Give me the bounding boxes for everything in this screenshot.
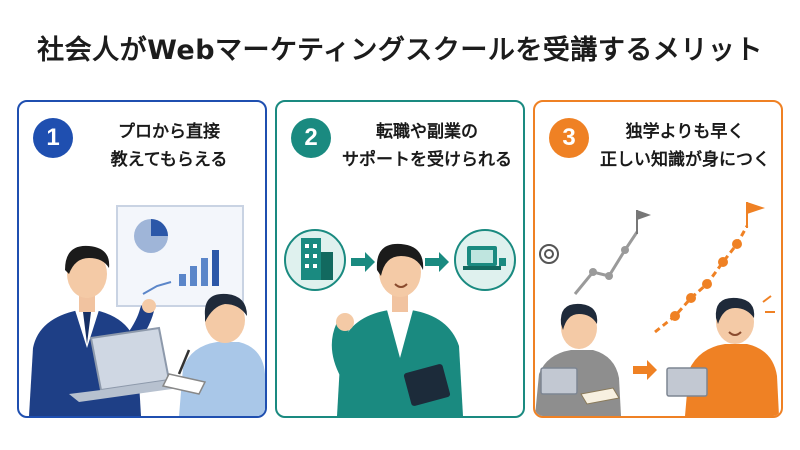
card-heading: 転職や副業の サポートを受けられる [337, 118, 517, 174]
student-figure [161, 293, 265, 416]
arrow-right-icon [425, 252, 449, 272]
whiteboard [116, 205, 244, 307]
orange-flag-icon [747, 202, 765, 214]
grey-flag-icon [637, 210, 651, 220]
number-badge: 3 [549, 118, 589, 158]
mentor-lesson-illustration [29, 205, 265, 416]
card-heading-line-2: サポートを受けられる [342, 150, 512, 170]
card-heading: プロから直接 教えてもらえる [79, 118, 259, 174]
benefit-card-1: 1 プロから直接 教えてもらえる [17, 100, 267, 418]
school-learner [666, 295, 779, 416]
number-badge: 1 [33, 118, 73, 158]
card-heading-line-2: 教えてもらえる [110, 150, 228, 170]
self-study-learner [535, 303, 621, 416]
career-support-illustration [284, 229, 516, 416]
office-building-icon [284, 229, 346, 291]
fast-learning-illustration [535, 202, 779, 416]
arrow-right-icon [633, 360, 657, 380]
benefit-card-2: 2 転職や副業の サポートを受けられる [275, 100, 525, 418]
bar-chart-icon [179, 250, 219, 286]
trend-line [142, 281, 172, 295]
card-heading-line-1: 独学よりも早く [625, 122, 745, 142]
fast-progress-path [654, 202, 765, 334]
number-badge: 2 [291, 118, 331, 158]
pie-chart-icon [134, 219, 168, 253]
card-heading-line-2: 正しい知識が身につく [600, 150, 770, 170]
arrow-right-icon [351, 252, 375, 272]
card-heading: 独学よりも早く 正しい知識が身につく [595, 118, 775, 174]
slow-progress-path [573, 210, 651, 295]
laptop-coffee-icon [454, 229, 516, 291]
card-heading-line-1: 転職や副業の [376, 122, 478, 142]
page-title: 社会人がWebマーケティングスクールを受講するメリット [37, 35, 763, 66]
advisor-figure [331, 243, 463, 416]
confused-swirl-icon [539, 244, 559, 264]
benefit-card-3: 3 独学よりも早く 正しい知識が身につく [533, 100, 783, 418]
card-heading-line-1: プロから直接 [118, 122, 220, 142]
